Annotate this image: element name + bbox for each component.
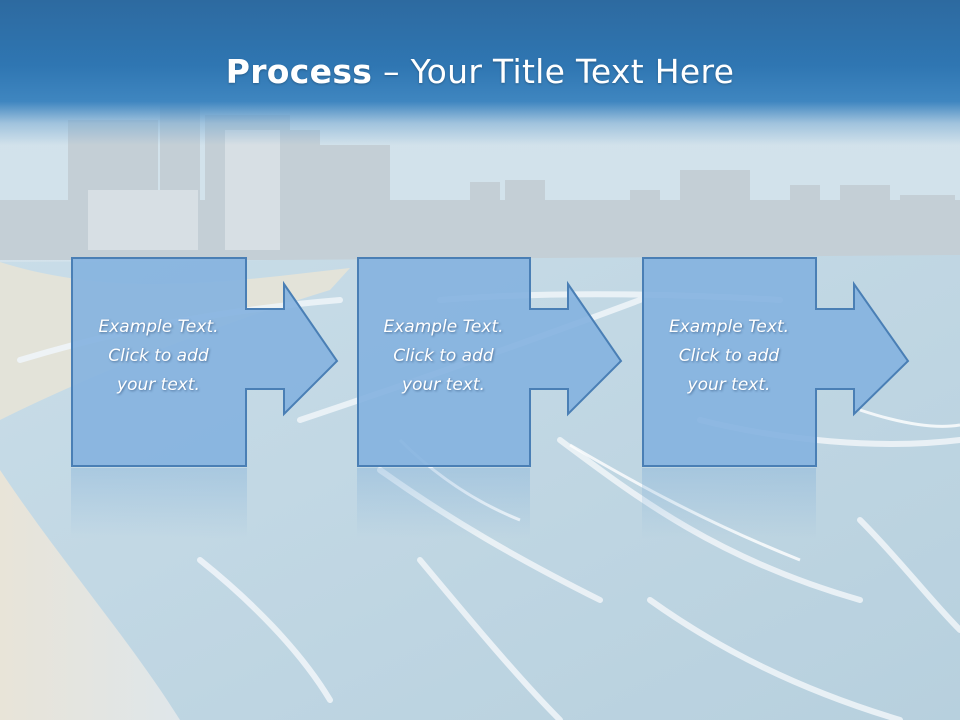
step-text[interactable]: Example Text. Click to add your text. bbox=[642, 313, 816, 400]
step-reflection bbox=[357, 468, 530, 538]
arrow-box-shape bbox=[71, 257, 339, 467]
step-line-1: Example Text. bbox=[668, 317, 790, 337]
header-band bbox=[0, 0, 960, 145]
step-line-2: Click to add bbox=[108, 346, 209, 366]
title-bold: Process bbox=[225, 52, 373, 91]
step-reflection bbox=[71, 468, 247, 538]
step-line-3: your text. bbox=[117, 375, 200, 395]
step-line-2: Click to add bbox=[393, 346, 494, 366]
arrow-box-shape bbox=[357, 257, 623, 467]
step-text[interactable]: Example Text. Click to add your text. bbox=[357, 313, 530, 400]
title-rest: – Your Title Text Here bbox=[372, 52, 735, 91]
arrow-box-shape bbox=[642, 257, 910, 467]
slide-title[interactable]: Process – Your Title Text Here bbox=[0, 52, 960, 91]
step-line-1: Example Text. bbox=[383, 317, 504, 337]
step-line-3: your text. bbox=[687, 375, 771, 395]
step-line-3: your text. bbox=[402, 375, 485, 395]
step-text[interactable]: Example Text. Click to add your text. bbox=[71, 313, 246, 400]
process-step-1[interactable]: Example Text. Click to add your text. bbox=[71, 257, 341, 467]
process-step-3[interactable]: Example Text. Click to add your text. bbox=[642, 257, 912, 467]
step-line-1: Example Text. bbox=[98, 317, 219, 337]
process-step-2[interactable]: Example Text. Click to add your text. bbox=[357, 257, 627, 467]
step-line-2: Click to add bbox=[678, 346, 780, 366]
step-reflection bbox=[642, 468, 816, 538]
